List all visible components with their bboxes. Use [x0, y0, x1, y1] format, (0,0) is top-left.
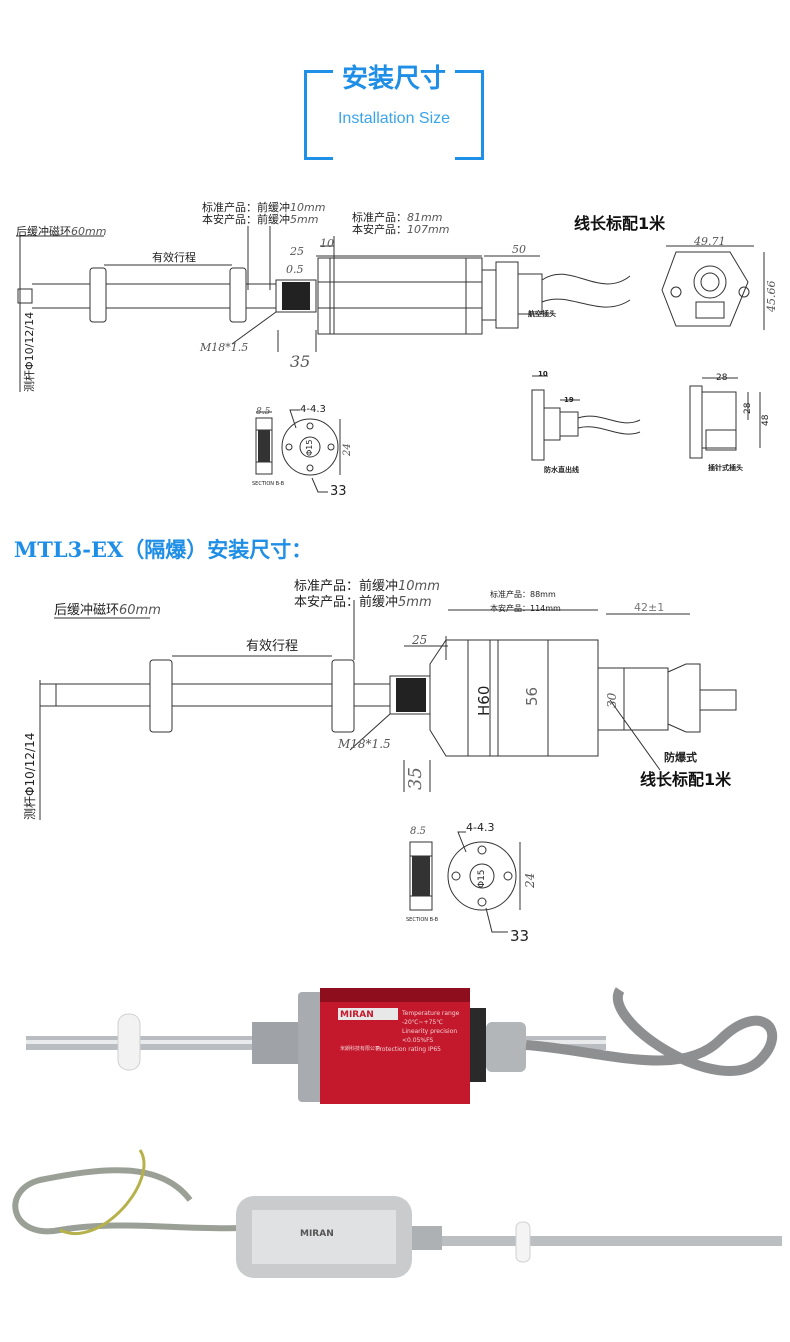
body-ours-value: 107mm	[407, 223, 450, 236]
flange-33-1: 33	[330, 484, 347, 499]
rod-2: 测杆Φ10/12/14	[23, 732, 37, 820]
flange-holes-1: 4-4.3	[300, 404, 326, 415]
dim-10-1: 10	[320, 237, 334, 250]
dim-28b: 28	[743, 402, 753, 414]
photo1-spec2: -20℃~+75℃	[402, 1019, 443, 1026]
flange-holes-2: 4-4.3	[466, 821, 495, 834]
dim-35-1: 35	[290, 352, 311, 371]
dim-56: 56	[523, 686, 541, 706]
photo1-brand: MIRAN	[340, 1010, 374, 1020]
front-ours-value: 5mm	[290, 213, 319, 226]
body-std-value: 81mm	[407, 211, 443, 224]
front-std-2: 标准产品：前缓冲10mm	[294, 580, 440, 594]
aviation-plug: 航空插头	[528, 310, 556, 318]
dim-35-2: 35	[405, 767, 426, 790]
front-std-2-text: 标准产品：前缓冲	[294, 579, 399, 594]
cable-length-1: 线长标配1米	[574, 214, 666, 233]
section-header: 安装尺寸 Installation Size	[304, 62, 484, 160]
photo-1-sensor	[26, 987, 778, 1104]
front-ours-text: 本安产品：前缓冲	[202, 213, 290, 226]
dim-30: 30	[605, 692, 619, 708]
mtl3-ex-section-title: MTL3-EX（隔爆）安装尺寸：	[14, 537, 313, 562]
rear-ring-length: 60mm	[71, 225, 107, 238]
waterproof-cable: 防水直出线	[544, 466, 579, 474]
photo1-spec5: Protection rating IP65	[376, 1046, 441, 1053]
flange-pcd-2: Φ15	[477, 869, 487, 888]
rear-ring-2: 后缓冲磁环60mm	[54, 604, 161, 618]
flange-pcd-1: Φ15	[305, 439, 314, 456]
dim-28a: 28	[716, 373, 728, 383]
section-2: SECTION B-B	[406, 917, 439, 923]
front-ours-2: 本安产品：前缓冲5mm	[294, 596, 432, 610]
photo1-spec4: <0.05%FS	[402, 1037, 434, 1044]
effective-stroke-1: 有效行程	[152, 251, 196, 264]
thread-2: M18*1.5	[338, 737, 391, 751]
dim-50-1: 50	[512, 243, 526, 256]
flange-24-2: 24	[523, 872, 537, 888]
photo1-spec1: Temperature range	[402, 1010, 460, 1017]
front-std-2-value: 10mm	[398, 579, 440, 594]
photo-2-sensor	[12, 1149, 782, 1278]
photo1-company: 米朗科技有限公司	[340, 1046, 381, 1052]
dim-4566: 45.66	[765, 280, 778, 313]
dim-h60: H60	[475, 685, 493, 716]
cable-length-2: 线长标配1米	[640, 770, 732, 789]
rear-ring-text: 后缓冲磁环	[16, 225, 71, 238]
dim-42-2: 42±1	[634, 601, 665, 614]
thread-1: M18*1.5	[200, 341, 249, 354]
photo1-spec3: Linearity precision	[402, 1028, 458, 1035]
dim-25-1: 25	[290, 245, 304, 258]
plug-side: 插针式插头	[708, 464, 743, 472]
body-std-2: 标准产品：88mm	[490, 590, 556, 599]
dim-48: 48	[761, 414, 771, 426]
body-std-text: 标准产品：	[352, 211, 407, 224]
effective-stroke-2: 有效行程	[246, 639, 299, 654]
header-title: 安装尺寸	[334, 62, 454, 96]
section-1: SECTION B-B	[252, 481, 285, 487]
front-ours-2-text: 本安产品：前缓冲	[294, 595, 399, 610]
dim-4971: 49.71	[694, 235, 726, 248]
bracket-right	[455, 70, 484, 160]
flange-33-2: 33	[510, 927, 530, 945]
dim-25-2: 25	[412, 633, 428, 647]
front-std-text: 标准产品：前缓冲	[202, 201, 290, 214]
rear-ring-label: 后缓冲磁环60mm	[16, 226, 106, 238]
explosion-proof: 防爆式	[664, 751, 697, 764]
header-subtitle: Installation Size	[337, 110, 451, 127]
body-ours-2: 本安产品：114mm	[490, 604, 561, 613]
rear-ring-2-length: 60mm	[119, 603, 161, 618]
flange-24-1: 24	[342, 443, 353, 456]
flange-85-2: 8.5	[410, 826, 426, 837]
body-ours-text: 本安产品：	[352, 223, 407, 236]
flange-85-1: 8.5	[256, 407, 271, 417]
rod-1: 测杆Φ10/12/14	[23, 311, 36, 392]
front-ours-1: 本安产品：前缓冲5mm	[202, 214, 318, 226]
photo2-brand: MIRAN	[300, 1229, 334, 1239]
dim-05-1: 0.5	[286, 263, 304, 276]
body-std-1: 标准产品：81mm	[352, 212, 442, 224]
bracket-left	[304, 70, 333, 160]
front-std-value: 10mm	[290, 201, 326, 214]
dim-10-small: 10	[538, 370, 548, 378]
front-ours-2-value: 5mm	[398, 595, 432, 610]
dim-19: 19	[564, 396, 574, 404]
body-ours-1: 本安产品：107mm	[352, 224, 449, 236]
front-std-1: 标准产品：前缓冲10mm	[202, 202, 325, 214]
rear-ring-2-text: 后缓冲磁环	[54, 603, 120, 618]
